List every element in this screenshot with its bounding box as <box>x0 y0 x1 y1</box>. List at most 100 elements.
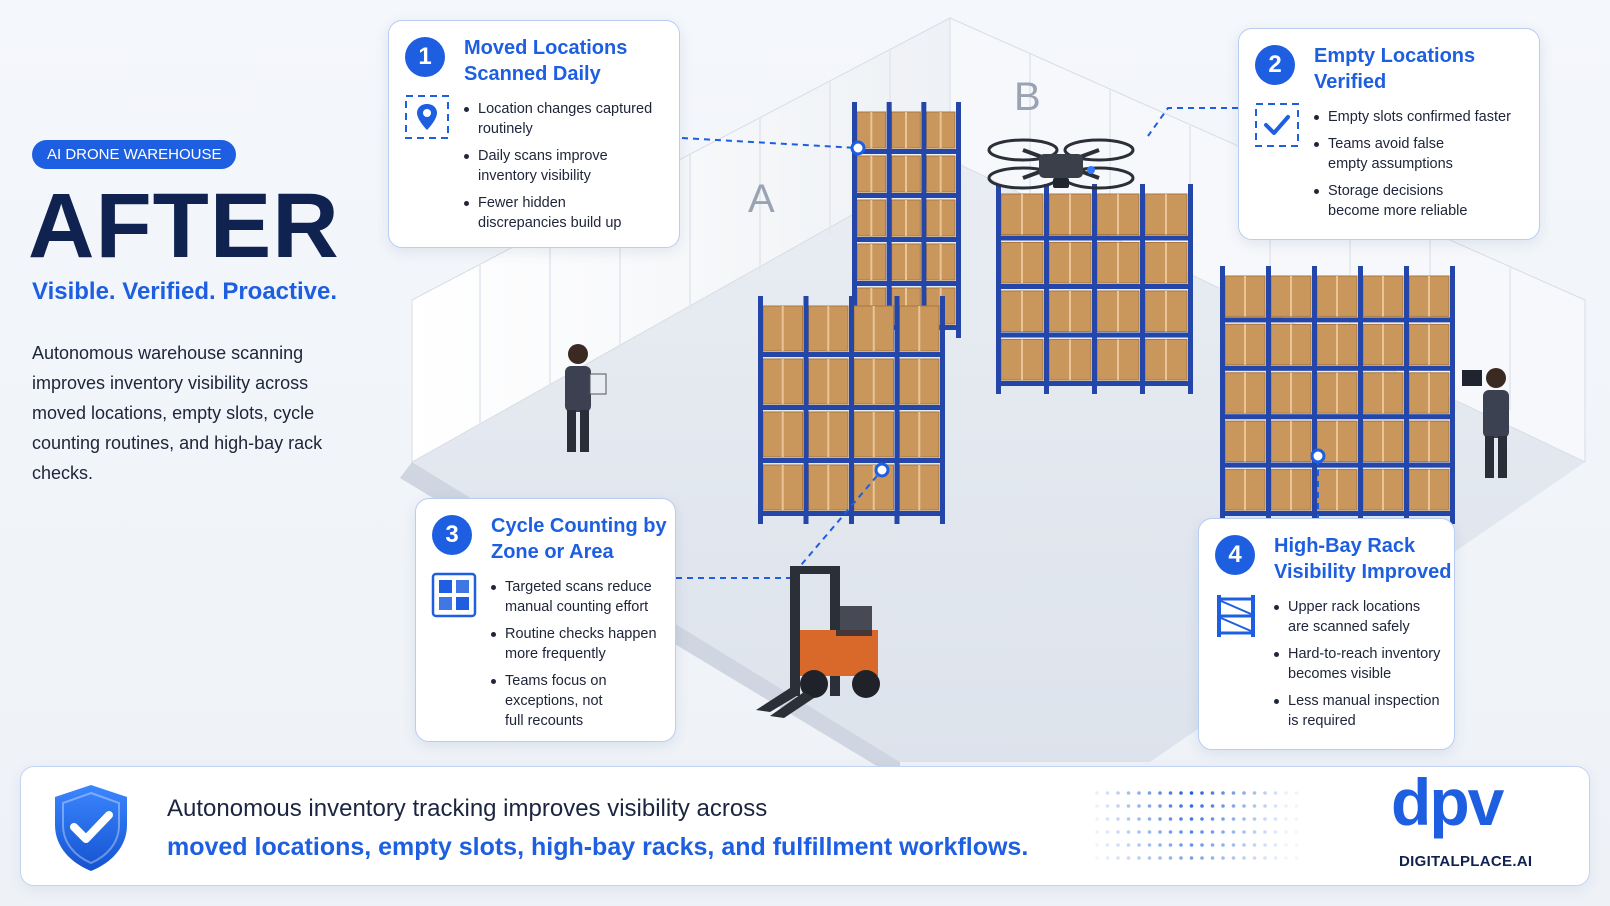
dot <box>1168 856 1173 860</box>
dot <box>1179 856 1183 860</box>
rack-beam <box>854 237 958 242</box>
dot <box>1294 791 1299 795</box>
worker-left <box>565 344 607 452</box>
dot <box>1137 830 1141 834</box>
callout-card-cycle-counting: 3 Cycle Counting by Zone or Area Targete… <box>415 498 676 742</box>
dot <box>1294 843 1299 847</box>
dot <box>1284 817 1288 821</box>
dot <box>1116 856 1120 860</box>
rack-back-center <box>996 184 1193 394</box>
dot <box>1252 856 1257 860</box>
dot <box>1263 791 1267 795</box>
dot <box>1137 856 1141 860</box>
rack-upright <box>852 102 857 338</box>
dot <box>1242 791 1246 795</box>
dot <box>1221 830 1225 834</box>
dot <box>1158 817 1162 821</box>
dot <box>1263 856 1267 860</box>
dot <box>1147 843 1152 847</box>
dot <box>1221 804 1225 808</box>
dot <box>1147 830 1152 834</box>
dot <box>1221 817 1225 821</box>
shield-check-icon <box>55 785 127 871</box>
zone-a-label: A <box>748 177 775 221</box>
dot <box>1189 804 1194 808</box>
dot <box>1273 843 1278 847</box>
rack-upright <box>1220 266 1225 524</box>
card-title: Moved Locations Scanned Daily <box>464 37 628 85</box>
drone <box>987 138 1135 190</box>
location-pin-icon <box>405 95 449 139</box>
dot <box>1189 830 1194 834</box>
dot <box>1095 856 1099 860</box>
dot <box>1263 843 1267 847</box>
dot <box>1095 843 1099 847</box>
dot <box>1126 804 1131 808</box>
dot <box>1147 804 1152 808</box>
card-title: High-Bay Rack Visibility Improved <box>1274 535 1452 583</box>
rack-upright <box>758 296 763 524</box>
callout-card-empty-locations: 2 Empty Locations Verified Empty slots c… <box>1238 28 1540 240</box>
dot <box>1137 817 1141 821</box>
dot <box>1137 791 1141 795</box>
dot <box>1147 856 1152 860</box>
step-number: 3 <box>432 515 472 555</box>
dot <box>1095 791 1099 795</box>
dot <box>1284 830 1288 834</box>
dot <box>1252 791 1257 795</box>
rack-upright <box>1092 184 1097 394</box>
dot <box>1126 817 1131 821</box>
card-title: Cycle Counting by Zone or Area <box>491 515 667 563</box>
dot <box>1273 817 1278 821</box>
rack-beam <box>1222 365 1452 371</box>
dot <box>1116 817 1120 821</box>
rack-beam <box>854 149 958 154</box>
dot <box>1116 804 1120 808</box>
step-number: 2 <box>1255 45 1295 85</box>
dot <box>1231 804 1236 808</box>
dot <box>1200 817 1204 821</box>
page-title: AFTER <box>28 175 340 277</box>
dot <box>1294 817 1299 821</box>
brand-logo-text: DIGITALPLACE.AI <box>1399 853 1533 870</box>
dot <box>1294 804 1299 808</box>
rack-upright <box>921 102 927 338</box>
rack-right <box>1220 266 1455 524</box>
dot <box>1273 791 1278 795</box>
dot <box>1105 856 1110 860</box>
dot <box>1158 830 1162 834</box>
decorative-dot-pattern <box>1095 791 1299 860</box>
dot <box>1126 791 1131 795</box>
dot <box>1116 791 1120 795</box>
page-description: Autonomous warehouse scanning improves i… <box>32 343 323 483</box>
dot <box>1105 804 1110 808</box>
rack-upright <box>1044 184 1049 394</box>
dot <box>1179 817 1183 821</box>
rack-upright <box>1188 184 1193 394</box>
dot <box>1252 843 1257 847</box>
rack-upright <box>1266 266 1271 524</box>
dot <box>1158 791 1162 795</box>
checkmark-box-icon <box>1255 103 1299 147</box>
dot <box>1168 843 1173 847</box>
rack-upright <box>1450 266 1455 524</box>
dot <box>1284 856 1288 860</box>
page-subtitle: Visible. Verified. Proactive. <box>32 278 338 305</box>
dot <box>1179 830 1183 834</box>
dot <box>1158 804 1162 808</box>
dot <box>1273 830 1278 834</box>
dot <box>1200 804 1204 808</box>
worker-right <box>1462 368 1509 478</box>
dot <box>1252 830 1257 834</box>
list-item: Empty slots confirmed faster <box>1314 107 1511 127</box>
dot <box>1263 817 1267 821</box>
dot <box>1231 856 1236 860</box>
dot <box>1116 843 1120 847</box>
dot <box>1126 830 1131 834</box>
rack-beam <box>1222 317 1452 323</box>
dot <box>1252 804 1257 808</box>
